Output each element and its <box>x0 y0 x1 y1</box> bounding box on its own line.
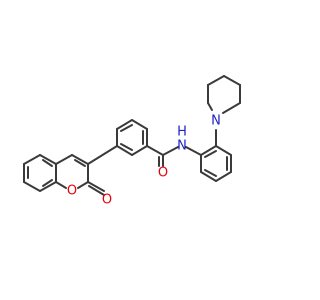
piperidine-nitrogen-label: N <box>211 114 221 129</box>
coumarin-benzene-ring <box>23 154 57 192</box>
lactone-carbonyl-oxygen-label: O <box>102 193 112 208</box>
ring-oxygen-label: O <box>67 184 77 199</box>
piperidine-ring <box>207 75 241 114</box>
amide-hydrogen-label: H <box>177 125 187 140</box>
chemical-structure: O O O H N N <box>23 75 241 208</box>
central-benzene-ring <box>116 119 148 156</box>
biaryl-bond <box>87 145 118 165</box>
pyranone-ring <box>55 154 105 196</box>
amide-nitrogen-label: N <box>177 139 187 154</box>
amide-group <box>146 145 202 167</box>
amide-carbonyl-oxygen-label: O <box>158 166 168 181</box>
lower-phenyl-ring <box>200 145 232 182</box>
